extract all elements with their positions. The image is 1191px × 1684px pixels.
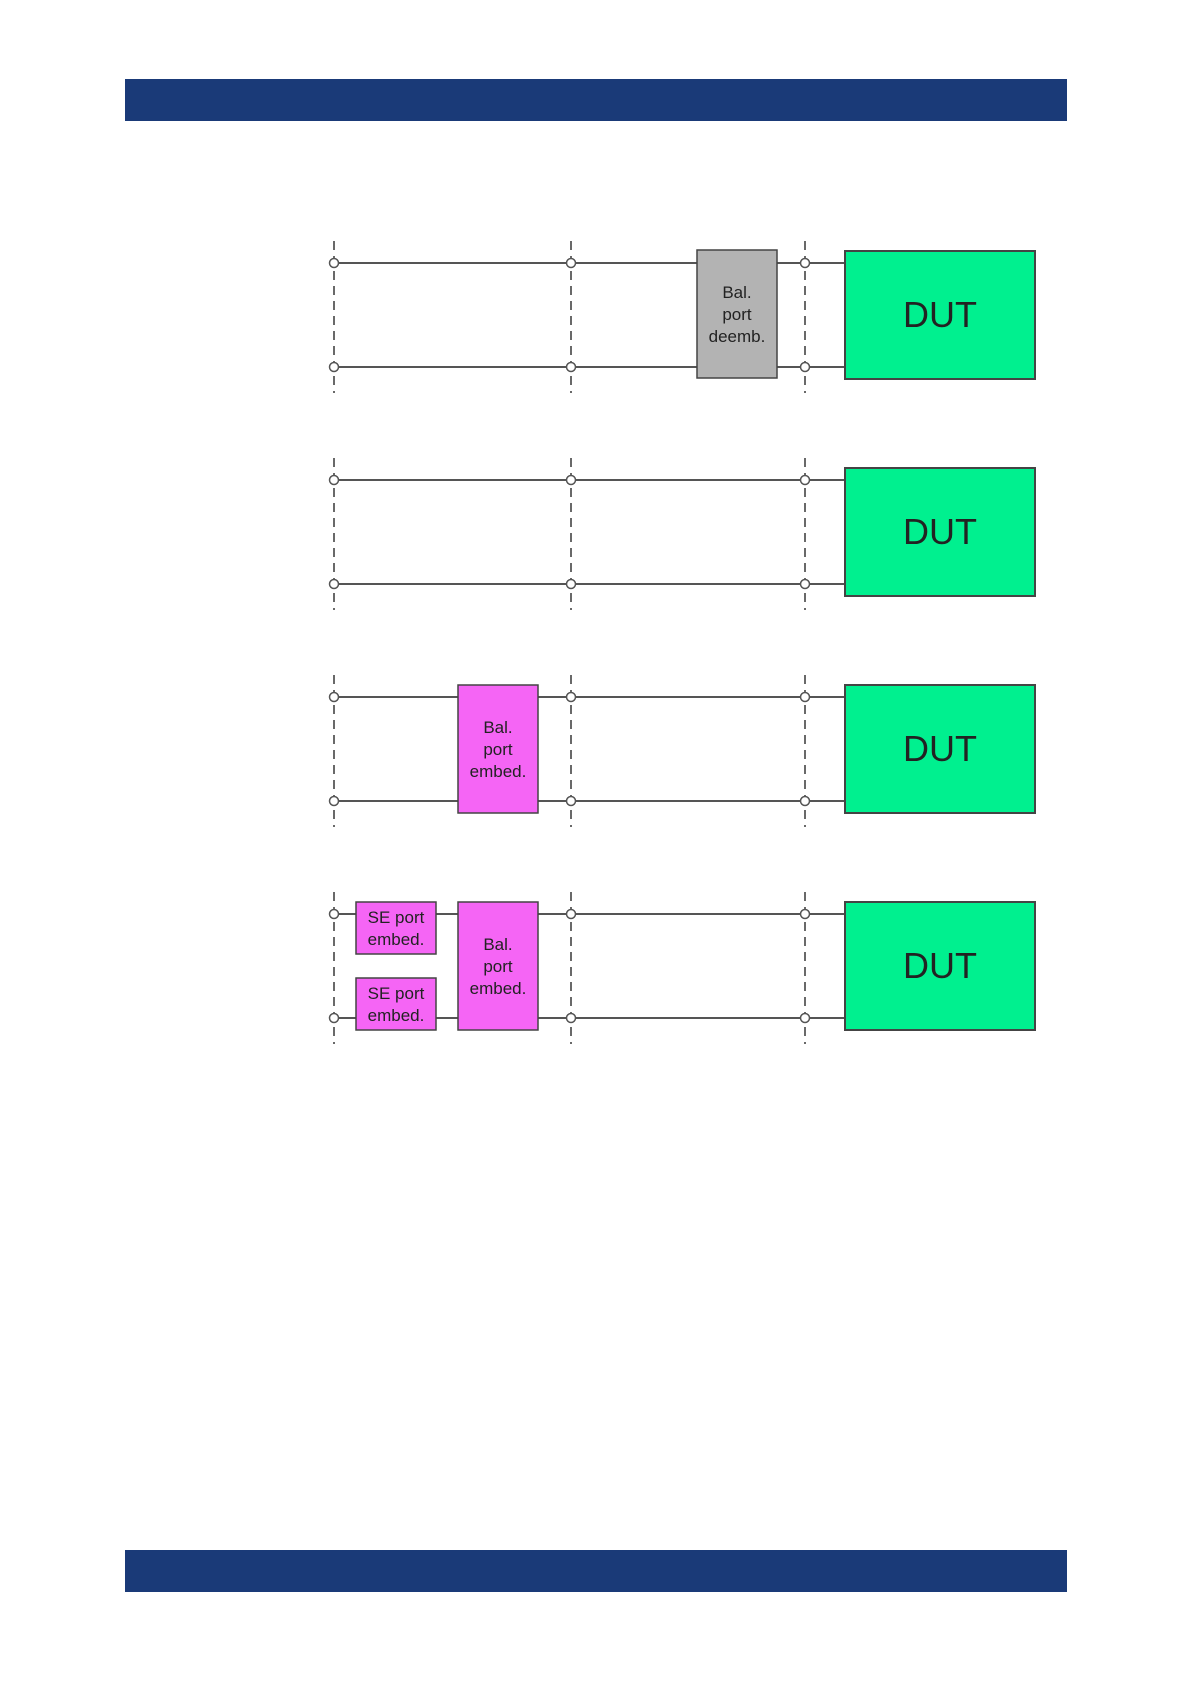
row-4-terminal-3-bottom	[801, 1014, 810, 1023]
row-3-terminal-2-top	[567, 693, 576, 702]
row-2-terminal-3-bottom	[801, 580, 810, 589]
row-4-se-embed-box-1-label-line-2: embed.	[368, 930, 425, 949]
row-3-embed-box-1-label-line-3: embed.	[470, 762, 527, 781]
row-4-embed-box-3-label-line-3: embed.	[470, 979, 527, 998]
row-4-se-embed-box-2-label-line-2: embed.	[368, 1006, 425, 1025]
row-2-dut-label: DUT	[903, 511, 977, 552]
row-4-terminal-2-bottom	[567, 1014, 576, 1023]
row-4-terminal-1-bottom	[330, 1014, 339, 1023]
row-1-terminal-2-bottom	[567, 363, 576, 372]
row-3-terminal-2-bottom	[567, 797, 576, 806]
row-3-terminal-3-bottom	[801, 797, 810, 806]
row-4-terminal-1-top	[330, 910, 339, 919]
row-1-dut-label: DUT	[903, 294, 977, 335]
row-2-terminal-3-top	[801, 476, 810, 485]
row-1-deembed-box-1-label-line-3: deemb.	[709, 327, 766, 346]
footer-band	[125, 1550, 1067, 1592]
row-2-terminal-1-top	[330, 476, 339, 485]
row-4-embed-box-3-label-line-1: Bal.	[483, 935, 512, 954]
row-4-terminal-3-top	[801, 910, 810, 919]
row-1-terminal-3-bottom	[801, 363, 810, 372]
row-4-se-embed-box-1-label-line-1: SE port	[368, 908, 425, 927]
row-2-terminal-2-top	[567, 476, 576, 485]
row-4-dut-label: DUT	[903, 945, 977, 986]
row-1-deembed-box-1-label-line-1: Bal.	[722, 283, 751, 302]
row-1-terminal-2-top	[567, 259, 576, 268]
row-2-terminal-2-bottom	[567, 580, 576, 589]
row-3-terminal-1-top	[330, 693, 339, 702]
row-3-terminal-3-top	[801, 693, 810, 702]
row-2-terminal-1-bottom	[330, 580, 339, 589]
row-1-deembed-box-1-label-line-2: port	[722, 305, 752, 324]
row-1-terminal-1-top	[330, 259, 339, 268]
row-4-se-embed-box-2-label-line-1: SE port	[368, 984, 425, 1003]
row-4-embed-box-3-label-line-2: port	[483, 957, 513, 976]
row-3-dut-label: DUT	[903, 728, 977, 769]
row-3-terminal-1-bottom	[330, 797, 339, 806]
row-3-embed-box-1-label-line-2: port	[483, 740, 513, 759]
row-3-embed-box-1-label-line-1: Bal.	[483, 718, 512, 737]
row-1-terminal-1-bottom	[330, 363, 339, 372]
row-1-terminal-3-top	[801, 259, 810, 268]
row-4-terminal-2-top	[567, 910, 576, 919]
